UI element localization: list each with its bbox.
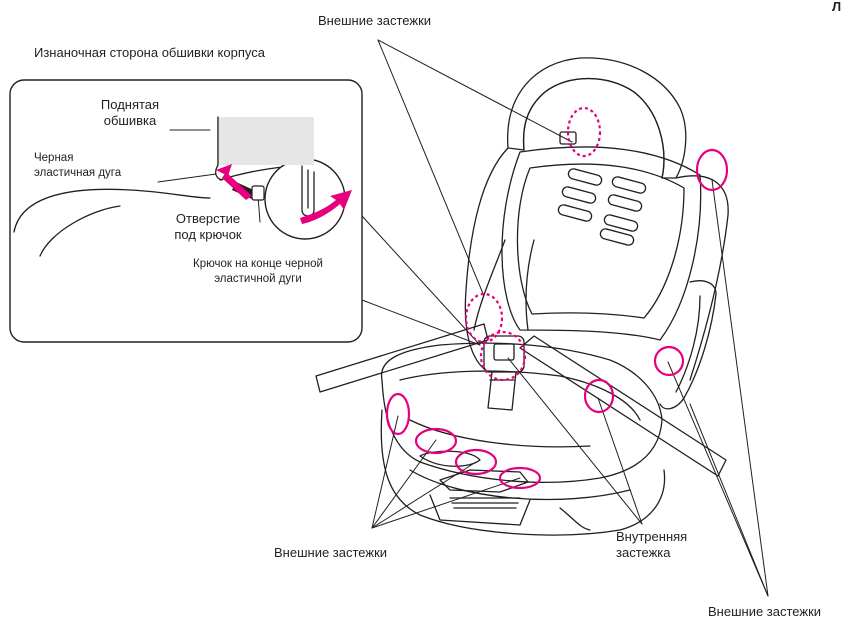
label-black-elastic-line1: Черная — [34, 151, 121, 166]
shoulder-strap-right — [526, 240, 534, 330]
clasp-marker-inner — [585, 380, 613, 412]
label-inset-title: Изнаночная сторона обшивки корпуса — [34, 45, 265, 61]
label-hook-end: Крючок на конце черной эластичной дуги — [160, 257, 356, 287]
label-hook-hole: Отверстие под крючок — [160, 211, 256, 243]
label-bottom-right-outer-clasps: Внешние застежки — [708, 604, 821, 620]
label-inner-clasp: Внутренняя застежка — [616, 529, 687, 561]
belt-right — [520, 336, 726, 476]
hook-detail-circle — [265, 159, 345, 239]
label-inner-clasp-line2: застежка — [616, 545, 687, 561]
label-black-elastic-line2: эластичная дуга — [34, 166, 121, 181]
headrest-outline — [508, 58, 686, 178]
right-wing — [660, 281, 716, 409]
shoulder-strap-left — [474, 240, 505, 330]
label-hook-end-line2: эластичной дуги — [160, 272, 356, 287]
clasp-marker-shoulder — [466, 294, 502, 342]
seat-back-panel — [502, 147, 701, 340]
label-top-outer-clasps: Внешние застежки — [318, 13, 431, 29]
label-raised-cover: Поднятая обшивка — [88, 97, 172, 129]
clasp-marker-front-left — [387, 394, 409, 434]
headrest-inner — [524, 79, 664, 179]
label-raised-cover-line2: обшивка — [88, 113, 172, 129]
label-raised-cover-line1: Поднятая — [88, 97, 172, 113]
label-hook-hole-line2: под крючок — [160, 227, 256, 243]
clasp-marker-side — [655, 347, 683, 375]
page-corner-mark: Л — [832, 0, 841, 15]
label-inner-clasp-line1: Внутренняя — [616, 529, 687, 545]
buckle — [484, 336, 524, 372]
seat-foot — [420, 451, 480, 466]
clasp-marker-buckle — [481, 332, 525, 380]
raised-cover-fill — [218, 117, 314, 165]
label-black-elastic: Черная эластичная дуга — [34, 151, 121, 181]
clasp-marker-top-right — [697, 150, 727, 190]
seat-back-inner — [517, 164, 684, 318]
belt-left — [316, 324, 488, 392]
label-bottom-left-outer-clasps: Внешние застежки — [274, 545, 387, 561]
label-hook-end-line1: Крючок на конце черной — [160, 257, 356, 272]
label-hook-hole-line1: Отверстие — [160, 211, 256, 227]
vent-slots — [557, 168, 646, 246]
clasp-marker-front-1 — [416, 429, 456, 453]
